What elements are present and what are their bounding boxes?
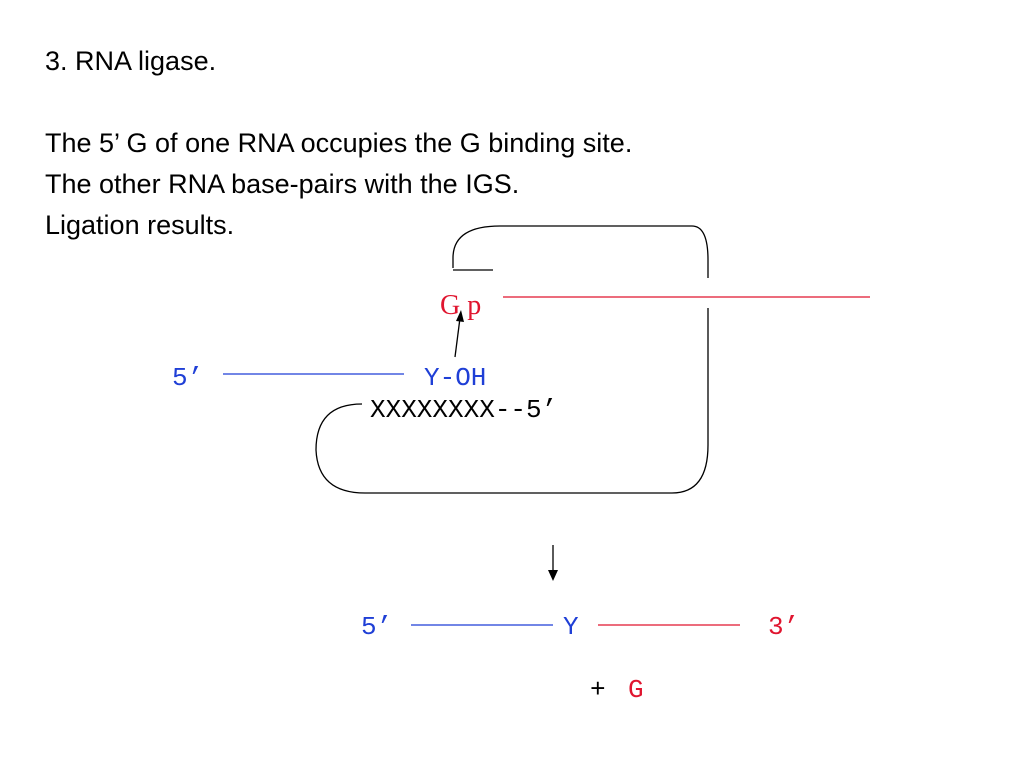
reaction-arrow-head bbox=[548, 570, 558, 581]
attack-arrow-shaft bbox=[454, 317, 461, 358]
five-prime-label-top: 5’ bbox=[172, 363, 203, 393]
plus-sign: + bbox=[590, 675, 606, 705]
gp-label: G p bbox=[440, 290, 481, 321]
intron-top-loop bbox=[452, 225, 709, 278]
intron-right-and-bottom bbox=[315, 308, 709, 494]
attack-arrow-head bbox=[456, 310, 464, 322]
igs-label: XXXXXXXX--5’ bbox=[370, 395, 557, 425]
product-y-label: Y bbox=[563, 612, 579, 642]
y-oh-label: Y-OH bbox=[424, 363, 486, 393]
slide-heading: 3. RNA ligase. bbox=[45, 46, 217, 76]
slide-line-3: Ligation results. bbox=[45, 210, 235, 240]
released-g-label: G bbox=[628, 675, 644, 705]
product-five-prime-label: 5’ bbox=[361, 612, 392, 642]
slide-line-2: The other RNA base-pairs with the IGS. bbox=[45, 169, 520, 199]
slide-line-1: The 5’ G of one RNA occupies the G bindi… bbox=[45, 128, 633, 158]
product-three-prime-label: 3’ bbox=[768, 612, 799, 642]
